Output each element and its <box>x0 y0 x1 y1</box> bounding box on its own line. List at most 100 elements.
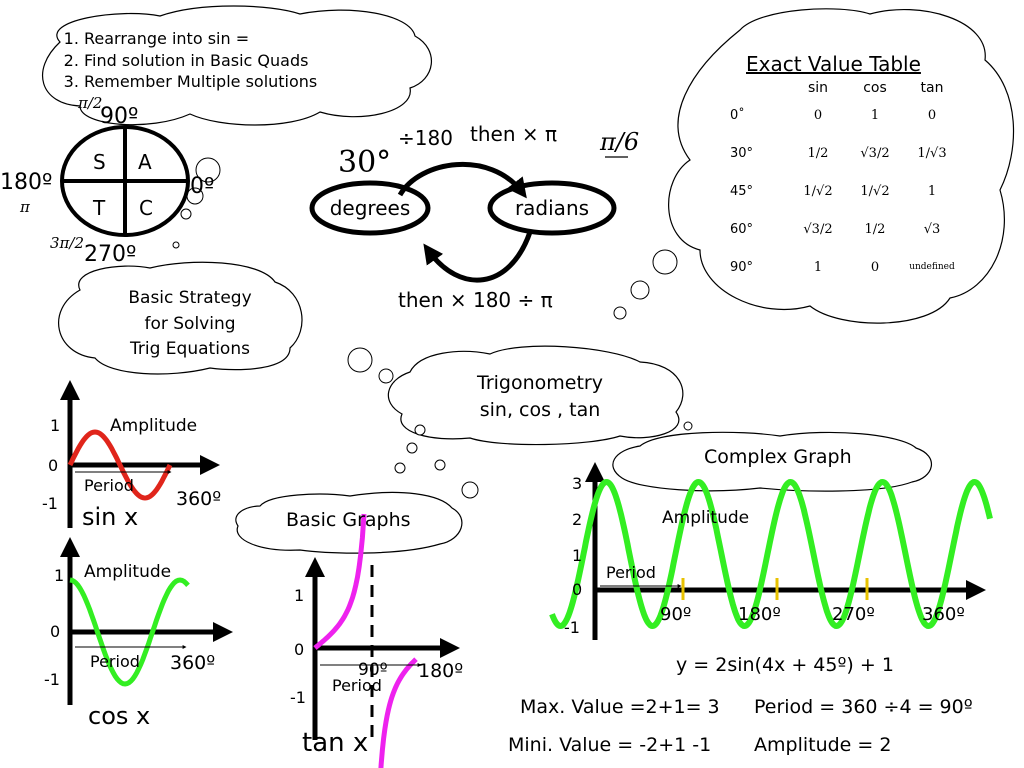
quadrant-t: T <box>93 196 106 220</box>
strategy-cloud <box>58 261 303 375</box>
then-times-180-label: then × 180 ÷ π <box>398 288 553 312</box>
value-cell: √3/2 <box>860 145 890 161</box>
cos-tick-0: 0 <box>50 622 61 641</box>
tan-tick-0: 0 <box>294 640 305 659</box>
exact-table-cloud <box>668 8 1015 324</box>
tan-graph <box>305 513 460 768</box>
complex-x-tick-270: 270º <box>832 604 875 625</box>
complex-x-tick-90: 90º <box>660 604 692 625</box>
complex-period-label: Period <box>606 563 656 582</box>
value-cell: 0 <box>813 107 823 123</box>
sin-graph <box>60 380 220 528</box>
step-item: Remember Multiple solutions <box>84 71 317 93</box>
value-cell: 1/√2 <box>860 183 890 199</box>
thought-bubble <box>195 157 221 183</box>
thought-bubble <box>613 306 627 320</box>
center-line: Trigonometry <box>477 372 603 394</box>
complex-tick-2: 2 <box>572 510 583 529</box>
cos-graph-name: cos x <box>88 702 151 730</box>
tan-x-tick-180: 180º <box>418 660 464 682</box>
quadrant-s: S <box>93 150 106 174</box>
value-cell: 1 <box>927 183 937 199</box>
strategy-text: Basic Strategy for Solving Trig Equation… <box>100 286 280 363</box>
complex-tick-1: 1 <box>572 546 583 565</box>
thought-bubble <box>378 368 394 384</box>
sin-x-end-label: 360º <box>176 488 222 510</box>
strategy-line: for Solving <box>144 313 236 334</box>
table-row: 60° √3/2 1/2 √3 <box>730 210 960 248</box>
column-header: sin <box>807 80 829 96</box>
thought-bubble <box>394 462 406 474</box>
strategy-line: Trig Equations <box>130 339 250 359</box>
angle-cell: 30° <box>730 145 754 161</box>
column-header: tan <box>920 80 944 96</box>
cast-diagram <box>60 125 190 237</box>
tan-tick-neg1: -1 <box>290 688 306 707</box>
period-formula: Period = 360 ÷4 = 90º <box>754 696 973 718</box>
example-degrees: 30° <box>338 145 392 180</box>
thought-bubble <box>630 280 650 300</box>
angle-cell: 60° <box>730 221 754 237</box>
complex-tick-0: 0 <box>572 580 583 599</box>
complex-curve <box>549 478 993 630</box>
cos-graph <box>60 537 233 705</box>
cast-left-radian: π <box>20 198 30 216</box>
thought-bubble <box>414 424 426 436</box>
cos-period-label: Period <box>90 652 140 671</box>
conversion-diagram <box>309 156 628 283</box>
thought-bubble <box>172 241 180 249</box>
complex-graph <box>549 462 993 640</box>
cast-right-angle: 0º <box>190 174 215 199</box>
center-cloud <box>387 345 684 446</box>
angle-cell: 45° <box>730 183 754 199</box>
amplitude-formula: Amplitude = 2 <box>754 734 892 756</box>
example-radians: π/6 <box>600 128 640 156</box>
value-cell: 1 <box>870 107 880 123</box>
cast-left-angle: 180º <box>0 170 53 195</box>
sin-tick-1: 1 <box>50 416 61 435</box>
thought-bubble <box>461 481 479 499</box>
table-row: 0˚ 0 1 0 <box>730 96 960 134</box>
complex-tick-neg1: -1 <box>564 618 580 637</box>
cast-top-radian: π/2 <box>78 94 103 112</box>
value-cell: 1/2 <box>864 221 886 237</box>
sin-period-label: Period <box>84 476 134 495</box>
step-item: Find solution in Basic Quads <box>84 50 317 72</box>
tan-x-tick-90: 90º <box>358 660 388 680</box>
strategy-steps: Rearrange into sin = Find solution in Ba… <box>58 28 317 93</box>
tan-tick-1: 1 <box>294 586 305 605</box>
min-value: Mini. Value = -2+1 -1 <box>508 734 712 756</box>
steps-cloud <box>42 5 432 126</box>
table-row: 45° 1/√2 1/√2 1 <box>730 172 960 210</box>
angle-cell: 0˚ <box>730 107 745 123</box>
complex-x-tick-180: 180º <box>738 604 781 625</box>
basic-graphs-cloud <box>235 491 463 554</box>
sin-tick-0: 0 <box>48 456 59 475</box>
then-times-pi-label: then × π <box>470 122 558 146</box>
thought-bubble <box>652 249 678 275</box>
value-cell: 0 <box>927 107 937 123</box>
step-item: Rearrange into sin = <box>84 28 317 50</box>
value-cell: 1/2 <box>807 145 829 161</box>
cos-tick-1: 1 <box>54 566 65 585</box>
sin-graph-name: sin x <box>82 503 139 531</box>
degrees-label: degrees <box>329 196 411 220</box>
angle-cell: 90° <box>730 259 754 275</box>
thought-bubble <box>347 347 373 373</box>
value-cell: 0 <box>870 259 880 275</box>
cos-x-end-label: 360º <box>170 652 216 674</box>
quadrant-c: C <box>139 196 153 220</box>
exact-value-table: sin cos tan 0˚ 0 1 0 30° 1/2 √3/2 1/√3 4… <box>730 80 960 286</box>
column-header: cos <box>863 80 887 96</box>
exact-table-title: Exact Value Table <box>746 52 921 76</box>
tan-period-label: Period <box>332 676 382 695</box>
thought-bubble <box>683 421 693 431</box>
cos-amplitude-label: Amplitude <box>84 562 172 582</box>
thought-bubble <box>434 459 446 471</box>
tan-graph-name: tan x <box>302 728 369 758</box>
cast-bottom-radian: 3π/2 <box>50 234 84 252</box>
tan-curve-left <box>313 513 367 650</box>
complex-equation: y = 2sin(4x + 45º) + 1 <box>676 654 894 676</box>
